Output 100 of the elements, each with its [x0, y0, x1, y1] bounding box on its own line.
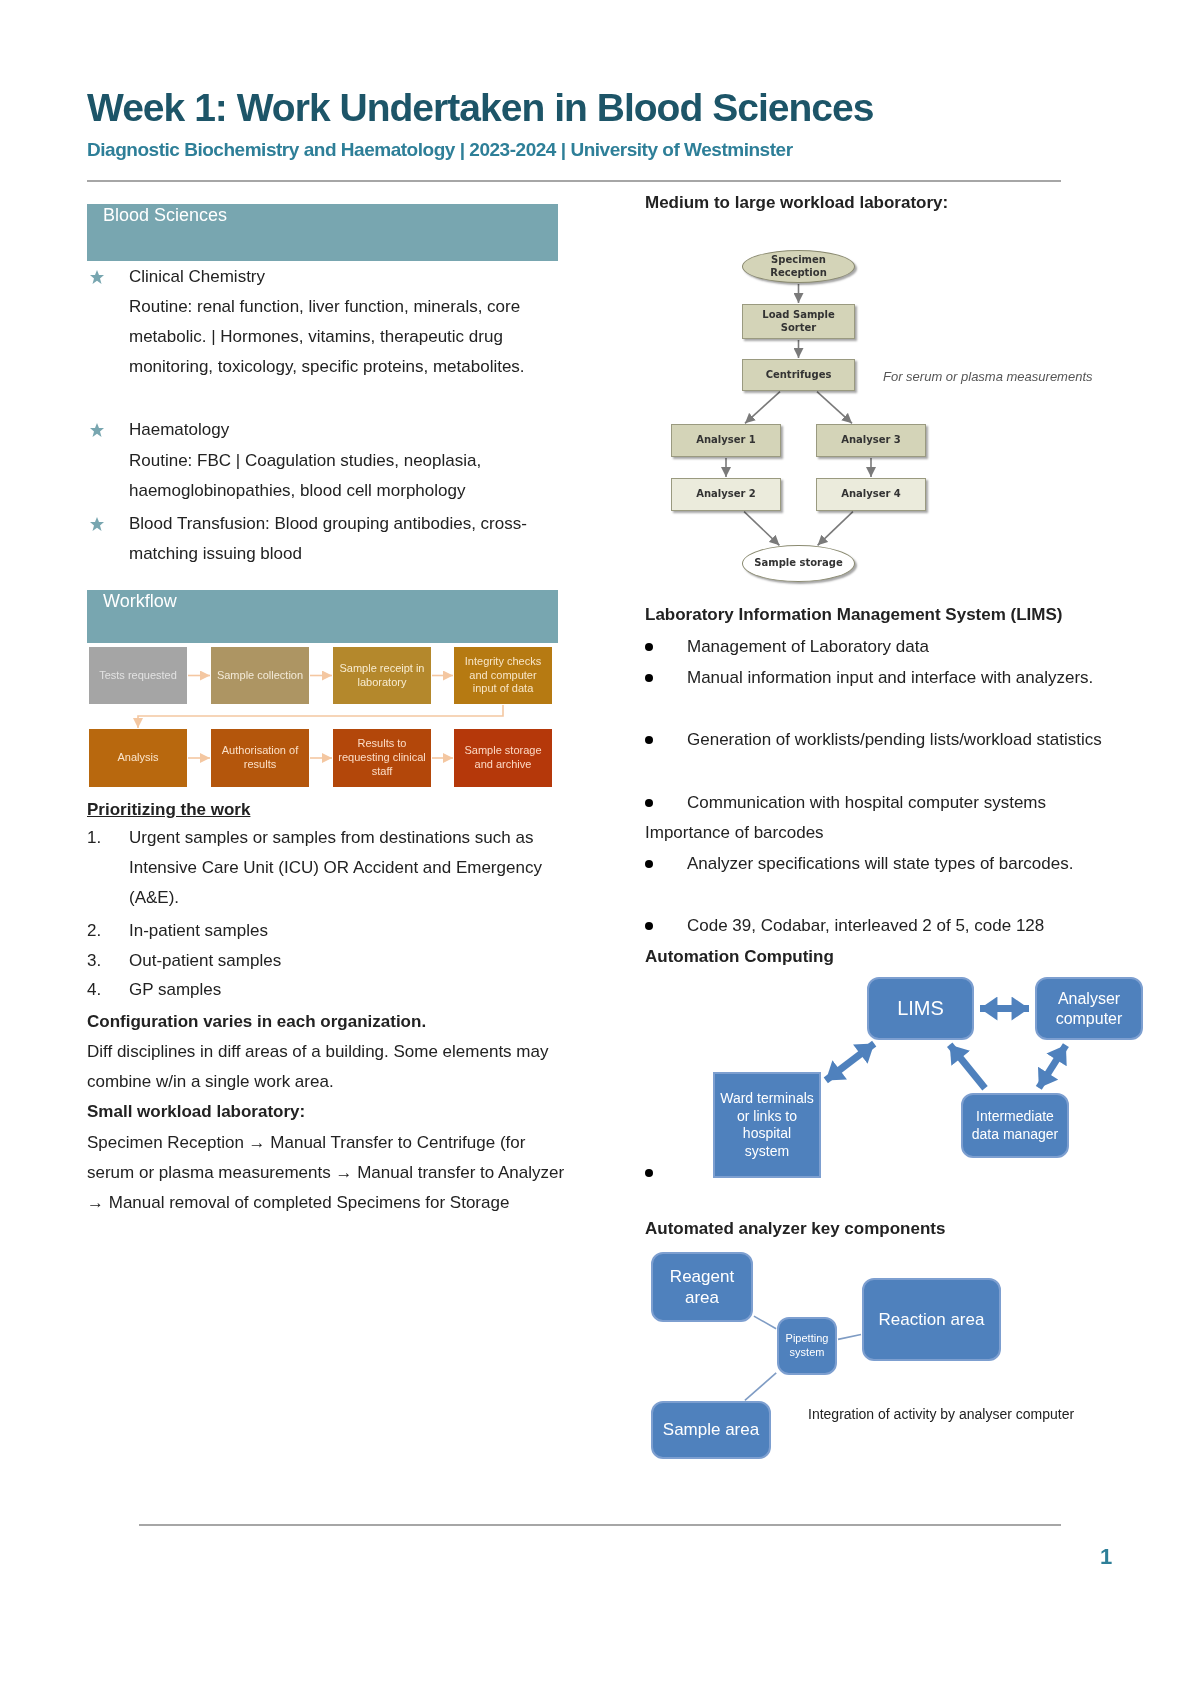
arrow	[866, 457, 876, 478]
step-box	[89, 729, 187, 787]
connector-line	[837, 1333, 862, 1341]
list-text: Generation of worklists/pending lists/workload statistics	[687, 729, 1103, 751]
box-label: Integrity checks and computer input of data	[463, 654, 543, 697]
connector-line	[753, 1315, 777, 1330]
list-number: 3.	[87, 950, 103, 972]
terminal-ellipse	[742, 545, 855, 582]
box-label: Reaction area	[877, 1308, 986, 1331]
section-heading: Prioritizing the work	[87, 799, 252, 821]
process-box	[713, 1072, 821, 1178]
section-heading: Automated analyzer key components	[645, 1218, 947, 1240]
arrow	[743, 510, 781, 547]
note-text: Integration of activity by analyser computer	[808, 1405, 1076, 1424]
box-label: Ward terminals or links to hospital system	[719, 1090, 815, 1160]
arrow	[431, 670, 454, 681]
list-text: Communication with hospital computer systems	[687, 792, 1048, 814]
list-text: Analyzer specifications will state types of barcodes.	[687, 853, 1075, 875]
list-number: 1.	[87, 827, 103, 849]
block-arrow	[1035, 1043, 1069, 1090]
connector-line	[744, 1372, 777, 1402]
process-box	[671, 424, 781, 457]
box-label: Workflow	[102, 590, 178, 613]
box-label: Analyser computer	[1054, 988, 1124, 1029]
list-text: Code 39, Codabar, interleaved 2 of 5, code 128	[687, 915, 1046, 937]
arrow	[431, 753, 454, 763]
list-text: Blood Transfusion: Blood grouping antibodies, cross-matching issuing blood	[129, 513, 528, 565]
page-number: 1	[1100, 1543, 1114, 1571]
block-arrow	[823, 1040, 877, 1084]
box-label: Blood Sciences	[102, 204, 229, 227]
box-label: Tests requested	[98, 668, 178, 683]
box-label: Analyser 3	[840, 434, 902, 447]
step-box	[333, 729, 431, 787]
list-heading: Haematology	[129, 419, 231, 441]
box-label: Authorisation of results	[220, 744, 300, 772]
list-text: Out-patient samples	[129, 950, 283, 972]
step-box	[454, 729, 552, 787]
paragraph: Importance of barcodes	[645, 822, 825, 844]
list-text: Routine: renal function, liver function, minerals, core metabolic. | Hormones, vitamins, therapeutic drug monitoring, toxicology, specific proteins, metabolites.	[129, 296, 526, 378]
box-label: Analyser 1	[695, 434, 757, 447]
arrow	[744, 390, 781, 425]
process-box	[742, 304, 855, 339]
box-label: Results to requesting clinical staff	[337, 737, 427, 779]
process-box	[816, 478, 926, 511]
arrow	[816, 510, 854, 547]
rounded-box	[862, 1278, 1001, 1361]
list-number: 4.	[87, 979, 103, 1001]
process-box	[742, 359, 855, 391]
list-text: Routine: FBC | Coagulation studies, neoplasia, haemoglobinopathies, blood cell morphology	[129, 450, 483, 502]
step-box	[454, 647, 552, 704]
paragraph: Specimen Reception → Manual Transfer to Centrifuge (for serum or plasma measurements → Manual transfer to Analyzer → Manual removal of completed Specimens for Storage	[87, 1132, 566, 1214]
process-box	[671, 478, 781, 511]
arrow	[793, 339, 804, 359]
process-box	[816, 424, 926, 457]
step-box	[333, 647, 431, 704]
rounded-box	[651, 1252, 753, 1322]
arrow	[309, 753, 333, 763]
box-label: Analyser 4	[840, 488, 902, 501]
terminal-ellipse	[742, 250, 855, 283]
block-arrow	[947, 1042, 988, 1091]
rounded-box	[1035, 977, 1143, 1040]
arrow	[133, 704, 504, 729]
box-label: Centrifuges	[764, 368, 833, 382]
list-text: Urgent samples or samples from destinations such as Intensive Care Unit (ICU) OR Accident and Emergency (A&E).	[129, 827, 543, 909]
section-band	[87, 204, 558, 261]
step-box	[89, 647, 187, 704]
box-label: Pipetting system	[784, 1332, 830, 1360]
step-box	[211, 729, 309, 787]
arrow	[721, 457, 731, 478]
rounded-box	[777, 1317, 837, 1375]
section-band	[87, 590, 558, 643]
rounded-box	[867, 977, 974, 1040]
box-label: Specimen Reception	[769, 254, 828, 279]
box-label: Sample area	[661, 1419, 761, 1441]
box-label: Sample storage	[753, 557, 844, 570]
box-label: Sample storage and archive	[463, 744, 543, 772]
box-label: Analyser 2	[695, 488, 757, 501]
list-text: In-patient samples	[129, 920, 269, 942]
arrow	[816, 390, 853, 425]
node-caption: For serum or plasma measurements	[883, 368, 1093, 386]
section-heading: Medium to large workload laboratory:	[645, 192, 950, 214]
box-label: Sample collection	[215, 668, 305, 683]
list-heading: Clinical Chemistry	[129, 266, 267, 288]
step-box	[211, 647, 309, 704]
box-label: LIMS	[896, 996, 945, 1021]
box-label: Analysis	[116, 751, 160, 765]
list-text: Manual information input and interface with analyzers.	[687, 667, 1095, 689]
arrow	[793, 283, 804, 304]
box-label: Intermediate data manager	[970, 1108, 1060, 1143]
section-heading: Small workload laboratory:	[87, 1101, 307, 1123]
rounded-box	[651, 1401, 771, 1459]
box-label: Load Sample Sorter	[761, 309, 836, 334]
list-text: Management of Laboratory data	[687, 636, 930, 658]
box-label: Sample receipt in laboratory	[338, 661, 426, 690]
arrow	[309, 670, 333, 681]
paragraph: Diff disciplines in diff areas of a building. Some elements may combine w/in a single work area.	[87, 1041, 550, 1093]
list-text: GP samples	[129, 979, 223, 1001]
section-heading: Automation Computing	[645, 946, 835, 968]
arrow	[187, 753, 211, 763]
section-heading: Configuration varies in each organization.	[87, 1011, 428, 1033]
